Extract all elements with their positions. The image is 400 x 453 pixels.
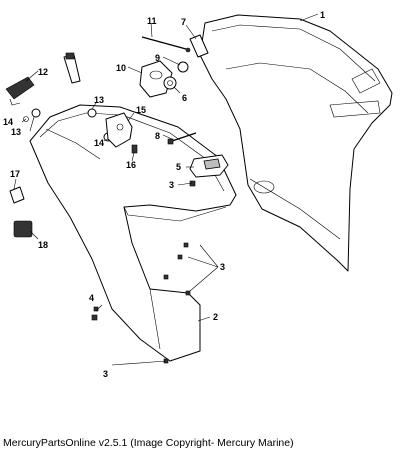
bushing-part <box>177 61 189 73</box>
screw-3-parts <box>91 180 196 364</box>
callout-labels: 1 2 3 3 3 4 5 6 7 8 9 10 11 12 13 13 14 … <box>3 10 325 379</box>
pad-part <box>13 220 33 238</box>
callout-5: 5 <box>176 162 181 172</box>
callout-10: 10 <box>116 63 126 73</box>
grommet-part <box>31 108 97 118</box>
callout-6: 6 <box>182 93 187 103</box>
callout-3-middle: 3 <box>220 262 225 272</box>
callout-3-upper: 3 <box>169 180 174 190</box>
callout-12: 12 <box>38 67 48 77</box>
latch-handle-part <box>189 154 229 178</box>
callout-4: 4 <box>89 293 94 303</box>
callout-7: 7 <box>181 17 186 27</box>
lower-cowl-part <box>29 104 237 362</box>
screw-part <box>131 144 138 154</box>
callout-2: 2 <box>213 312 218 322</box>
clip-part <box>189 34 209 58</box>
upper-cowl-part <box>199 14 393 272</box>
callout-8: 8 <box>155 131 160 141</box>
callout-9: 9 <box>155 53 160 63</box>
image-copyright-caption: MercuryPartsOnline v2.5.1 (Image Copyrig… <box>3 437 294 449</box>
callout-13-left: 13 <box>11 127 21 137</box>
bolt-part <box>167 132 197 145</box>
callout-11: 11 <box>147 16 157 26</box>
latch-bracket-part <box>5 76 35 106</box>
callout-14-left: 14 <box>3 117 13 127</box>
callout-17: 17 <box>10 169 20 179</box>
callout-14-right: 14 <box>94 138 104 148</box>
callout-1: 1 <box>320 10 325 20</box>
leader-lines <box>13 13 319 366</box>
callout-18: 18 <box>38 240 48 250</box>
callout-16: 16 <box>126 160 136 170</box>
sealant-tube-part <box>63 52 81 84</box>
callout-13-right: 13 <box>94 95 104 105</box>
callout-3-lower: 3 <box>103 369 108 379</box>
grommet-6-part <box>163 76 177 90</box>
seal-part <box>139 60 173 98</box>
rod-part <box>141 36 191 53</box>
clip-17-part <box>9 186 25 204</box>
callout-15: 15 <box>136 105 146 115</box>
